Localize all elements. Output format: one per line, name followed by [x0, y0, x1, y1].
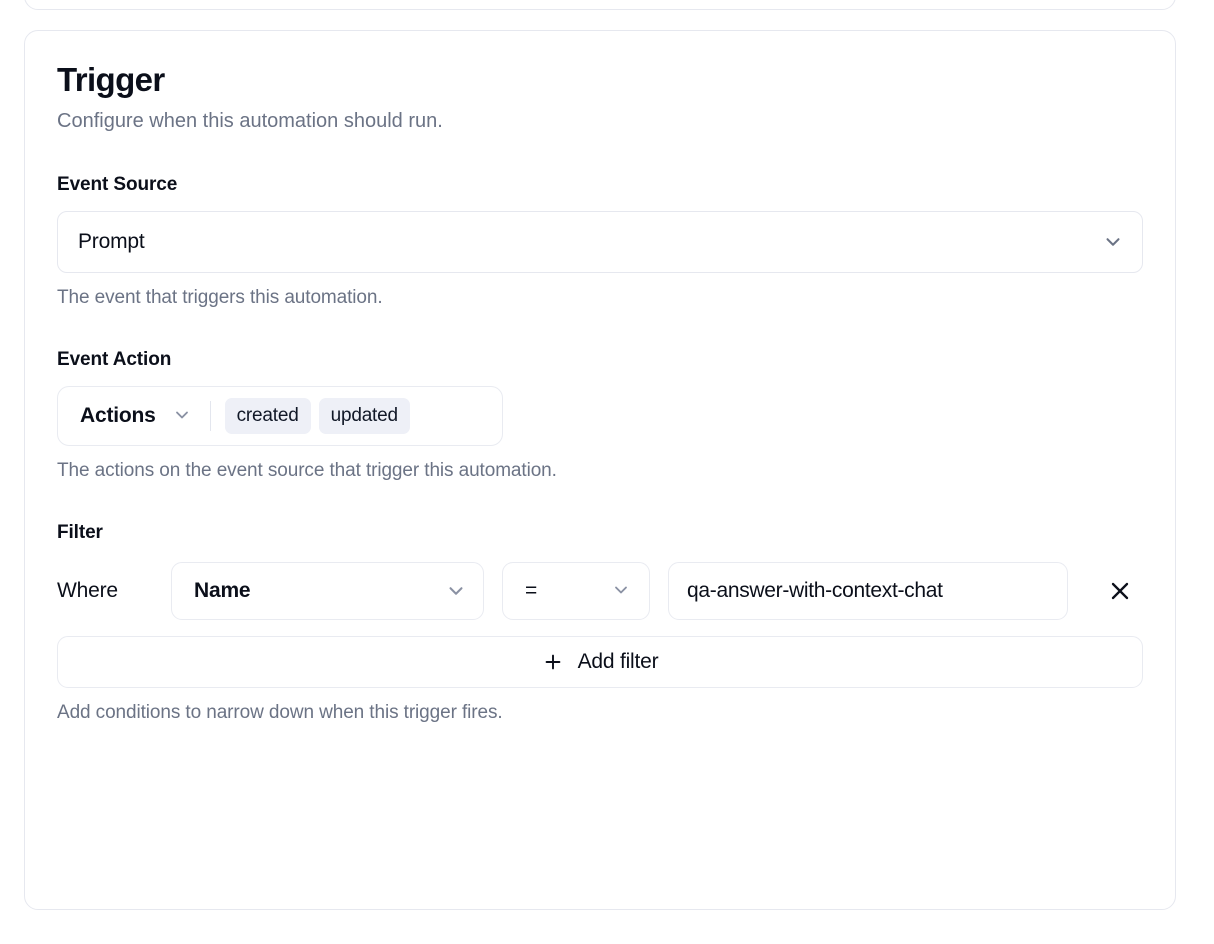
- plus-icon: [542, 651, 564, 673]
- control-divider: [209, 400, 211, 431]
- event-source-field: Event Source Prompt The event that trigg…: [57, 174, 1143, 309]
- previous-card-partial: [24, 0, 1176, 10]
- event-source-help: The event that triggers this automation.: [57, 286, 383, 308]
- chevron-down-icon: [1102, 231, 1124, 253]
- chevron-down-icon: [172, 405, 194, 427]
- chevron-down-icon: [611, 580, 633, 602]
- close-icon: [1108, 579, 1132, 603]
- filter-help: Add conditions to narrow down when this …: [57, 701, 503, 723]
- add-filter-button[interactable]: Add filter: [57, 635, 1143, 688]
- event-action-field: Event Action Actions created updated The…: [57, 349, 1143, 482]
- filter-row: Where Name =: [57, 561, 1143, 620]
- event-action-token-list: created updated: [211, 397, 410, 434]
- filter-operator-value: =: [525, 578, 538, 602]
- filter-value-input[interactable]: [668, 561, 1068, 620]
- event-action-help: The actions on the event source that tri…: [57, 459, 557, 481]
- event-action-control: Actions created updated: [57, 385, 503, 446]
- event-source-label: Event Source: [57, 173, 178, 195]
- remove-filter-button[interactable]: [1102, 573, 1138, 609]
- event-action-token[interactable]: updated: [318, 397, 410, 434]
- event-source-value: Prompt: [78, 229, 145, 253]
- filter-label: Filter: [57, 521, 103, 543]
- trigger-card: Trigger Configure when this automation s…: [24, 30, 1176, 910]
- filter-where-label: Where: [57, 578, 118, 602]
- add-filter-label: Add filter: [577, 649, 659, 673]
- filter-operator-select[interactable]: =: [502, 561, 650, 620]
- event-source-select[interactable]: Prompt: [57, 210, 1143, 273]
- page-title: Trigger: [57, 61, 165, 98]
- filter-field: Filter Where Name =: [57, 522, 1143, 724]
- filter-field-select[interactable]: Name: [171, 561, 484, 620]
- chevron-down-icon: [445, 580, 467, 602]
- event-action-dropdown-label: Actions: [80, 403, 156, 427]
- filter-field-value: Name: [194, 578, 251, 602]
- page-subtitle: Configure when this automation should ru…: [57, 109, 443, 132]
- event-action-dropdown-trigger[interactable]: Actions: [80, 404, 210, 428]
- event-action-label: Event Action: [57, 348, 172, 370]
- event-action-token[interactable]: created: [224, 397, 311, 434]
